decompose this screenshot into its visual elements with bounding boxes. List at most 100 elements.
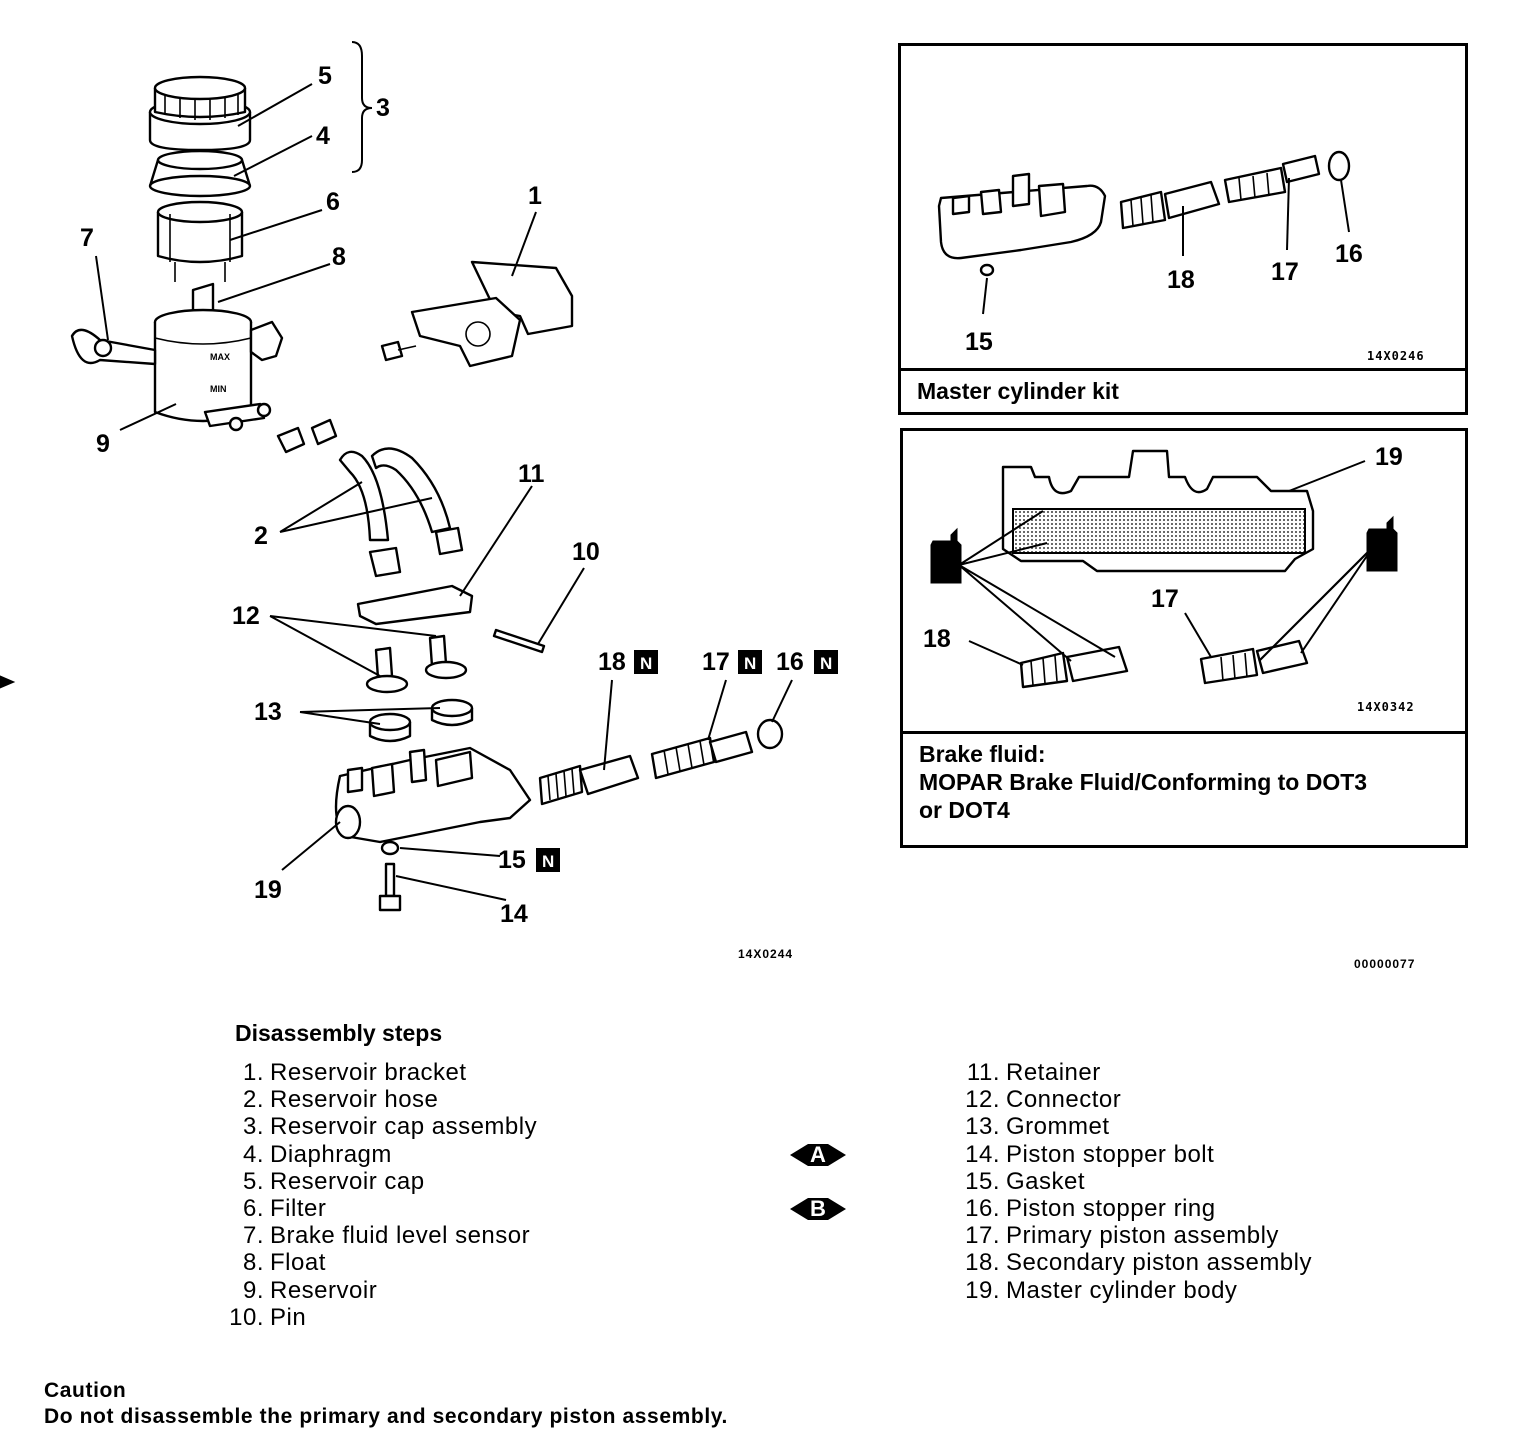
diaphragm-part bbox=[148, 149, 252, 198]
brake-fluid-caption-line3: or DOT4 bbox=[919, 797, 1010, 823]
kit-callout-labels: 15 16 17 18 bbox=[965, 240, 1363, 356]
disassembly-steps-title: Disassembly steps bbox=[235, 1020, 443, 1046]
callout-18: 18 bbox=[598, 648, 626, 676]
kit-callout-16: 16 bbox=[1335, 240, 1363, 268]
callout-9: 9 bbox=[96, 430, 110, 458]
right-brake-fluid-bottle-icon bbox=[1366, 515, 1398, 572]
kit-primary-piston bbox=[1223, 154, 1321, 204]
right-triangle-icon bbox=[827, 1144, 846, 1166]
reservoir-hose-part bbox=[338, 447, 464, 578]
kit-illustration: 15 16 17 18 14X0246 bbox=[937, 150, 1425, 363]
step-item: 18.Secondary piston assembly bbox=[965, 1249, 1312, 1277]
caution-note: Caution Do not disassemble the primary a… bbox=[44, 1378, 728, 1430]
kit-callout-15: 15 bbox=[965, 328, 993, 356]
callout-19: 19 bbox=[254, 876, 282, 904]
svg-text:MIN: MIN bbox=[210, 384, 227, 394]
new-part-mark-16: N bbox=[820, 654, 832, 673]
step-item: 4.Diaphragm bbox=[242, 1140, 392, 1168]
step-item: 3.Reservoir cap assembly bbox=[242, 1113, 538, 1141]
step-item: 7.Brake fluid level sensor bbox=[242, 1222, 531, 1250]
left-brake-fluid-bottle-icon bbox=[930, 527, 962, 584]
callout-1: 1 bbox=[528, 182, 542, 210]
service-marker-a: A bbox=[790, 1144, 846, 1166]
callout-5: 5 bbox=[318, 62, 332, 90]
brake-fluid-panel: 17 18 19 14X0342 Brake fluid: MOPAR Brak… bbox=[900, 428, 1468, 848]
fluid-callout-18: 18 bbox=[923, 625, 951, 653]
kit-stopper-ring bbox=[1327, 150, 1351, 182]
grommet-part bbox=[368, 698, 474, 743]
piston-stopper-bolt-part bbox=[378, 862, 402, 912]
kit-callout-18: 18 bbox=[1167, 266, 1195, 294]
master-cylinder-kit-panel: 15 16 17 18 14X0246 Master cylinder kit bbox=[898, 43, 1468, 415]
leader-lines bbox=[95, 83, 793, 901]
kit-secondary-piston bbox=[1119, 180, 1221, 230]
svg-text:MAX: MAX bbox=[210, 352, 230, 362]
callout-4: 4 bbox=[316, 122, 330, 150]
step-item: 1.Reservoir bracket bbox=[242, 1059, 467, 1086]
brake-fluid-caption-line2: MOPAR Brake Fluid/Conforming to DOT3 bbox=[919, 769, 1368, 795]
new-part-mark-15: N bbox=[542, 852, 554, 871]
kit-callout-17: 17 bbox=[1271, 258, 1299, 286]
fluid-primary-piston bbox=[1199, 639, 1309, 685]
main-figure-code: 14X0244 bbox=[738, 947, 793, 961]
step-item: 6.Filter bbox=[242, 1195, 327, 1223]
connector-part bbox=[365, 634, 468, 694]
step-item: 17.Primary piston assembly bbox=[965, 1222, 1279, 1250]
step-item: 15.Gasket bbox=[965, 1167, 1086, 1195]
step-item: 9.Reservoir bbox=[242, 1276, 378, 1304]
left-triangle-icon bbox=[790, 1144, 808, 1166]
kit-figure-code: 14X0246 bbox=[1367, 349, 1425, 363]
fluid-callout-labels: 17 18 19 bbox=[923, 443, 1403, 653]
disassembly-steps-left: 1.Reservoir bracket 2.Reservoir hose 3.R… bbox=[216, 1059, 537, 1331]
callout-17: 17 bbox=[702, 648, 730, 676]
callout-10: 10 bbox=[572, 538, 600, 566]
callout-8: 8 bbox=[332, 243, 346, 271]
cylinder-section bbox=[1001, 449, 1315, 573]
new-part-marks: N N N N bbox=[536, 650, 838, 872]
callout-14: 14 bbox=[500, 900, 528, 928]
step-item: 11.Retainer bbox=[966, 1059, 1101, 1086]
caution-text: Do not disassemble the primary and secon… bbox=[44, 1405, 728, 1428]
reservoir-bracket-part bbox=[380, 260, 574, 368]
pin-part bbox=[492, 628, 546, 654]
reservoir-part: MAX MIN bbox=[153, 308, 272, 432]
callout-13: 13 bbox=[254, 698, 282, 726]
reservoir-cap-part bbox=[148, 75, 252, 152]
new-part-mark-18: N bbox=[640, 654, 652, 673]
retainer-part bbox=[356, 584, 474, 626]
left-triangle-icon bbox=[790, 1198, 808, 1220]
step-item: 8.Float bbox=[242, 1249, 326, 1277]
kit-caption: Master cylinder kit bbox=[901, 368, 1465, 412]
cap-assembly-brace bbox=[351, 41, 373, 173]
kit-cylinder-body bbox=[937, 172, 1107, 277]
brake-fluid-illustration: 17 18 19 14X0342 bbox=[923, 443, 1415, 714]
fluid-callout-19: 19 bbox=[1375, 443, 1403, 471]
step-item: 19.Master cylinder body bbox=[965, 1276, 1238, 1304]
step-item: 12.Connector bbox=[965, 1086, 1122, 1114]
callout-6: 6 bbox=[326, 188, 340, 216]
step-item: 14.Piston stopper bolt bbox=[965, 1140, 1215, 1168]
filter-part bbox=[156, 200, 244, 282]
gasket-part bbox=[380, 840, 400, 856]
margin-arrow-icon bbox=[0, 675, 16, 689]
main-callout-labels: 1 2 3 4 5 6 7 8 9 10 11 12 13 14 15 16 1… bbox=[80, 62, 804, 928]
new-part-mark-17: N bbox=[744, 654, 756, 673]
fluid-leader-lines bbox=[958, 460, 1374, 666]
level-sensor-part bbox=[70, 320, 284, 366]
step-item: 10.Pin bbox=[229, 1303, 307, 1331]
brake-fluid-caption: Brake fluid: MOPAR Brake Fluid/Conformin… bbox=[903, 731, 1465, 845]
callout-15: 15 bbox=[498, 846, 526, 874]
brake-fluid-caption-line1: Brake fluid: bbox=[919, 741, 1046, 767]
step-item: 13.Grommet bbox=[965, 1113, 1110, 1141]
callout-16: 16 bbox=[776, 648, 804, 676]
cylinder-bore-fluid bbox=[1012, 508, 1306, 554]
callout-7: 7 bbox=[80, 224, 94, 252]
callout-11: 11 bbox=[518, 460, 545, 488]
piston-stopper-ring-part bbox=[756, 718, 784, 750]
disassembly-steps-right: 11.Retainer 12.Connector 13.Grommet 14.P… bbox=[952, 1059, 1312, 1304]
secondary-piston-part bbox=[538, 754, 640, 806]
fluid-callout-17: 17 bbox=[1151, 585, 1179, 613]
primary-piston-part bbox=[650, 730, 754, 780]
fluid-figure-code: 14X0342 bbox=[1357, 700, 1415, 714]
